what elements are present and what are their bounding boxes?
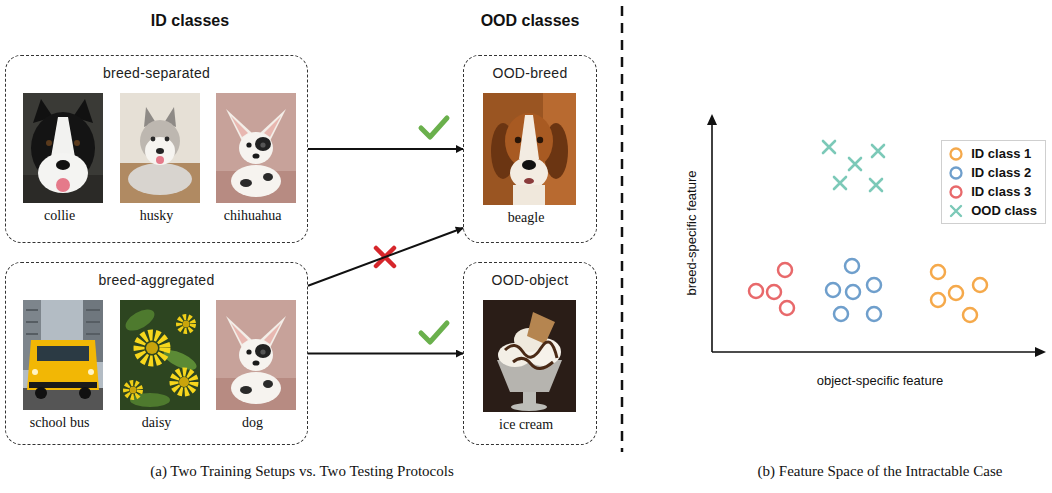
axis-label: breed-specific feature [684, 170, 699, 295]
legend-box: ID class 1 ID class 2 ID class 3 OOD class [941, 140, 1046, 224]
school-bus-photo [23, 300, 103, 410]
arrow-connector [308, 148, 463, 150]
image-caption: dog [242, 413, 263, 436]
panel-heading: OOD classes [481, 12, 580, 30]
legend-row: OOD class [948, 201, 1037, 220]
legend-text: ID class 2 [971, 165, 1031, 180]
image-caption: collie [44, 206, 75, 229]
dataset-group-box: breed-separated collie husky chihuahua [5, 55, 308, 243]
legend-text: OOD class [971, 203, 1037, 218]
legend-row: ID class 2 [948, 163, 1037, 182]
arrow-connector [308, 228, 463, 286]
image-tile: collie [20, 93, 100, 229]
image-caption: chihuahua [224, 206, 282, 229]
image-caption: daisy [142, 413, 172, 436]
id-class-2-points [826, 259, 881, 321]
legend-row: ID class 3 [948, 182, 1037, 201]
image-tile: husky [117, 93, 197, 229]
legend-ring [951, 167, 962, 178]
collie-photo [23, 93, 103, 203]
check-mark [421, 118, 447, 137]
check-mark [421, 323, 447, 342]
dataset-group-box: breed-aggregated school bus daisy dog [5, 262, 308, 445]
image-caption: ice cream [499, 415, 553, 438]
group-title: breed-separated [6, 65, 307, 81]
image-caption: beagle [508, 208, 545, 231]
daisy-photo [120, 300, 200, 410]
legend-symbol [948, 203, 964, 219]
group-title: breed-aggregated [6, 272, 307, 288]
legend-text: ID class 1 [971, 146, 1031, 161]
dataset-group-box: OOD-breed beagle [463, 55, 597, 243]
legend-swatch [948, 165, 964, 181]
plot-axes [707, 114, 1046, 357]
panel-divider [621, 6, 624, 452]
id-class-1-points [931, 265, 987, 322]
subfigure-caption: (b) Feature Space of the Intractable Cas… [758, 463, 1003, 480]
group-title: OOD-object [464, 272, 596, 288]
legend-cross [951, 206, 961, 216]
ice-cream-photo [483, 300, 576, 412]
legend-row: ID class 1 [948, 144, 1037, 163]
group-title: OOD-breed [464, 65, 596, 81]
image-tile: school bus [20, 300, 100, 436]
axis-label: object-specific feature [817, 373, 943, 388]
subfigure-caption: (a) Two Training Setups vs. Two Testing … [150, 463, 454, 480]
ood-class-points [823, 141, 884, 191]
image-tile: beagle [480, 93, 573, 231]
legend-ring [951, 148, 962, 159]
image-tile: chihuahua [213, 93, 293, 229]
panel-heading: ID classes [151, 12, 229, 30]
id-class-3-points [749, 263, 794, 315]
dog-photo [216, 300, 296, 410]
image-caption: husky [140, 206, 173, 229]
image-caption: school bus [30, 413, 90, 436]
image-tile: daisy [117, 300, 197, 436]
legend-text: ID class 3 [971, 184, 1031, 199]
husky-photo [120, 93, 200, 203]
chihuahua-photo [216, 93, 296, 203]
image-tile: dog [213, 300, 293, 436]
beagle-photo [483, 93, 576, 205]
arrow-connector [308, 353, 463, 355]
dataset-group-box: OOD-object ice cream [463, 262, 597, 445]
legend-swatch [948, 146, 964, 162]
legend-ring [951, 186, 962, 197]
legend-swatch [948, 184, 964, 200]
image-tile: ice cream [480, 300, 573, 438]
